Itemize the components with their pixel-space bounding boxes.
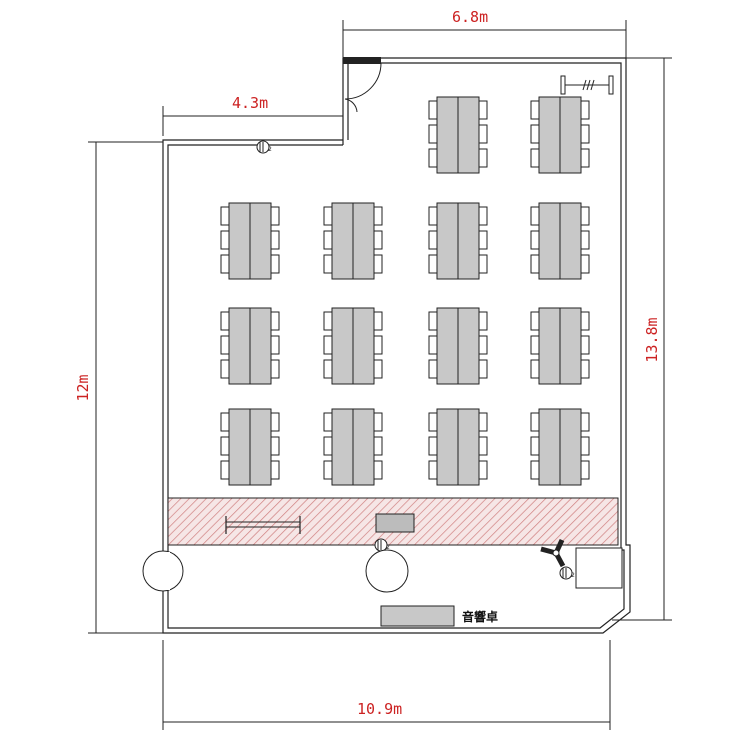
pillar-icon [365,549,409,593]
dimension-left-label: 12m [74,374,92,401]
table-group [220,408,280,486]
speaker-icon: 2 [256,140,272,154]
door-swing-icon [343,57,382,113]
dimension-left: 12m [74,141,163,634]
dimension-bottom: 10.9m [162,640,611,730]
table-group [530,96,590,174]
dimension-upper-left-label: 4.3m [232,94,268,112]
svg-text:2: 2 [268,146,272,153]
dimension-top: 6.8m [342,8,627,60]
dimension-right: 13.8m [612,57,672,621]
stage-area [167,497,619,546]
mixing-desk-label: 音響卓 [462,609,498,624]
rack-fixture [560,75,614,95]
dimension-top-label: 6.8m [452,8,488,26]
mixing-desk: 音響卓 [380,605,498,627]
room-walls [162,57,631,634]
table-group [323,307,383,385]
camera-tripod-icon: 2 [540,538,575,580]
speaker-icon: 2 [374,538,390,552]
dimension-bottom-label: 10.9m [357,700,402,718]
table-group [428,202,488,280]
table-group [530,408,590,486]
seating-tables [220,96,590,486]
table-group [428,96,488,174]
table-group [428,408,488,486]
table-group [220,202,280,280]
svg-text:2: 2 [571,572,575,579]
equipment-box [575,547,623,589]
pillar-icon [142,545,184,597]
svg-text:2: 2 [386,544,390,551]
table-group [530,307,590,385]
table-group [530,202,590,280]
table-group [323,408,383,486]
screen-bar [225,516,301,534]
dimension-upper-left: 4.3m [162,94,344,136]
table-group [428,307,488,385]
lectern [375,513,415,533]
table-group [323,202,383,280]
table-group [220,307,280,385]
dimension-right-label: 13.8m [643,317,661,362]
